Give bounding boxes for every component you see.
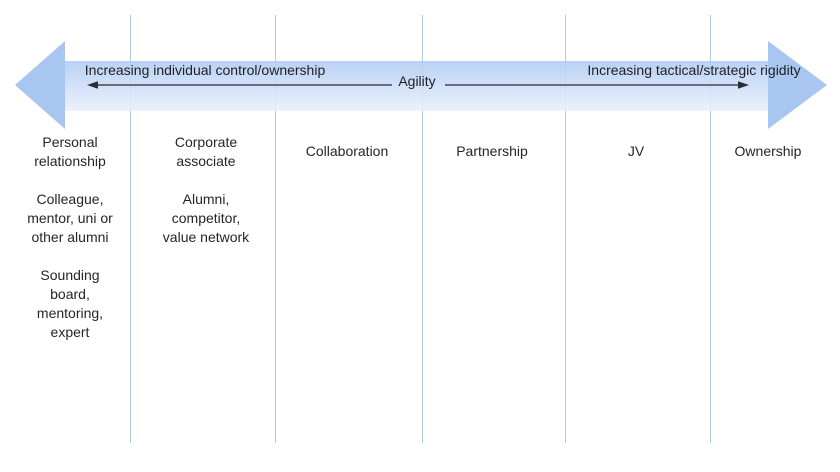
column-divider <box>275 15 276 443</box>
column-title: Collaboration <box>305 143 389 159</box>
axis-label-left: Increasing individual control/ownership <box>84 62 326 78</box>
axis-label-center: Agility <box>398 73 436 89</box>
column-ownership: Ownership <box>703 133 833 161</box>
column-divider <box>565 15 566 443</box>
column-divider <box>130 15 131 443</box>
column-text: Alumni,competitor,value network <box>162 191 250 245</box>
column-title: Partnership <box>456 143 528 159</box>
column-divider <box>710 15 711 443</box>
arrow-left-head <box>15 41 65 129</box>
column-divider <box>422 15 423 443</box>
arrow-right-head <box>768 41 827 129</box>
axis-arrowhead-left-icon <box>87 81 98 89</box>
column-jv: JV <box>566 133 706 161</box>
column-title: JV <box>627 143 645 159</box>
column-partnership: Partnership <box>422 133 562 161</box>
axis-label-right: Increasing tactical/strategic rigidity <box>587 62 801 78</box>
axis-arrowhead-right-icon <box>738 81 749 89</box>
column-collaboration: Collaboration <box>277 133 417 161</box>
column-title: Ownership <box>734 143 802 159</box>
